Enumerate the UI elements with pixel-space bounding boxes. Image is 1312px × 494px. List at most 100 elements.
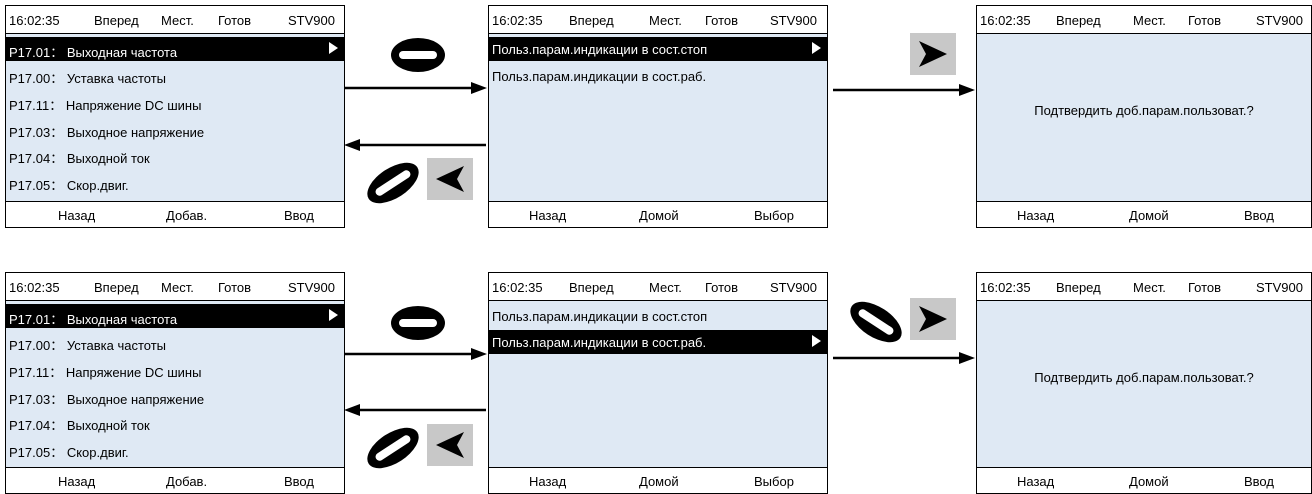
softkey-home[interactable]: Домой (1129, 474, 1169, 489)
status-direction: Вперед (94, 280, 139, 295)
status-state: Готов (1188, 13, 1222, 28)
softkey-enter[interactable]: Ввод (1244, 474, 1274, 489)
menu-item-p17-11[interactable]: P17.11： Напряжение DC шины (6, 90, 344, 114)
menu-item-p17-01[interactable]: P17.01： Выходная частота (6, 37, 344, 61)
softkey-back[interactable]: Назад (58, 208, 96, 223)
lcd-screen-params-2: 16:02:35 Вперед Мест. Готов STV900 P17.0… (5, 272, 345, 494)
left-key-icon[interactable] (427, 424, 473, 466)
softkey-home[interactable]: Домой (1129, 208, 1169, 223)
right-key-icon[interactable] (910, 298, 956, 340)
softkey-home[interactable]: Домой (639, 474, 679, 489)
softkey-bar: Назад Домой Выбор (489, 467, 827, 493)
knob-press-icon (391, 306, 445, 340)
status-state: Готов (1188, 280, 1222, 295)
submenu-arrow-icon (812, 335, 821, 347)
confirm-message: Подтвердить доб.парам.пользоват.? (1034, 103, 1254, 118)
lcd-screen-params-1: 16:02:35 Вперед Мест. Готов STV900 P17.0… (5, 5, 345, 228)
softkey-back[interactable]: Назад (1017, 474, 1055, 489)
menu-item-p17-00[interactable]: P17.00： Уставка частоты (6, 63, 344, 87)
status-mode: Мест. (1133, 13, 1166, 28)
menu-item-label: P17.11： Напряжение DC шины (9, 98, 202, 113)
status-state: Готов (705, 13, 739, 28)
lcd-screen-confirm-1: 16:02:35 Вперед Мест. Готов STV900 Подтв… (976, 5, 1312, 228)
softkey-select[interactable]: Выбор (754, 208, 794, 223)
softkey-bar: Назад Добав. Ввод (6, 201, 344, 227)
menu-item-label: P17.00： Уставка частоты (9, 338, 167, 353)
softkey-enter[interactable]: Ввод (1244, 208, 1274, 223)
lcd-screen-confirm-2: 16:02:35 Вперед Мест. Готов STV900 Подтв… (976, 272, 1312, 494)
menu-item-label: Польз.парам.индикации в сост.раб. (492, 69, 707, 84)
softkey-enter[interactable]: Ввод (284, 474, 314, 489)
menu-item-display-run[interactable]: Польз.парам.индикации в сост.раб. (489, 330, 827, 354)
menu-item-p17-04[interactable]: P17.04： Выходной ток (6, 410, 344, 434)
menu-item-label: P17.01： Выходная частота (9, 45, 178, 60)
lcd-screen-display-1: 16:02:35 Вперед Мест. Готов STV900 Польз… (488, 5, 828, 228)
status-mode: Мест. (649, 13, 682, 28)
softkey-back[interactable]: Назад (58, 474, 96, 489)
status-time: 16:02:35 (980, 280, 1031, 295)
status-direction: Вперед (1056, 280, 1101, 295)
status-model: STV900 (1256, 13, 1303, 28)
softkey-enter[interactable]: Ввод (284, 208, 314, 223)
status-model: STV900 (770, 13, 817, 28)
softkey-add[interactable]: Добав. (166, 208, 208, 223)
menu-item-label: P17.00： Уставка частоты (9, 71, 167, 86)
status-bar: 16:02:35 Вперед Мест. Готов STV900 (489, 6, 827, 34)
menu-item-label: P17.03： Выходное напряжение (9, 392, 205, 407)
menu-item-p17-01[interactable]: P17.01： Выходная частота (6, 304, 344, 328)
lcd-screen-display-2: 16:02:35 Вперед Мест. Готов STV900 Польз… (488, 272, 828, 494)
menu-item-display-stop[interactable]: Польз.парам.индикации в сост.стоп (489, 37, 827, 61)
softkey-back[interactable]: Назад (1017, 208, 1055, 223)
status-time: 16:02:35 (492, 13, 543, 28)
knob-rotate-icon (367, 427, 419, 469)
arrow-left-icon (344, 404, 486, 416)
softkey-bar: Назад Домой Ввод (977, 467, 1311, 493)
menu-item-display-stop[interactable]: Польз.парам.индикации в сост.стоп (489, 304, 827, 328)
menu-item-p17-05[interactable]: P17.05： Скор.двиг. (6, 170, 344, 194)
menu-item-p17-03[interactable]: P17.03： Выходное напряжение (6, 384, 344, 408)
menu-item-label: P17.05： Скор.двиг. (9, 445, 129, 460)
menu-item-p17-04[interactable]: P17.04： Выходной ток (6, 143, 344, 167)
knob-rotate-icon (850, 301, 902, 343)
right-key-icon[interactable] (910, 33, 956, 75)
menu-item-display-run[interactable]: Польз.парам.индикации в сост.раб. (489, 64, 827, 88)
softkey-back[interactable]: Назад (529, 208, 567, 223)
softkey-back[interactable]: Назад (529, 474, 567, 489)
menu-item-p17-00[interactable]: P17.00： Уставка частоты (6, 330, 344, 354)
left-key-icon[interactable] (427, 158, 473, 200)
menu-item-label: P17.03： Выходное напряжение (9, 125, 205, 140)
confirm-message: Подтвердить доб.парам.пользоват.? (1034, 370, 1254, 385)
status-mode: Мест. (161, 280, 194, 295)
status-model: STV900 (288, 13, 335, 28)
softkey-home[interactable]: Домой (639, 208, 679, 223)
menu-item-label: P17.01： Выходная частота (9, 312, 178, 327)
status-direction: Вперед (1056, 13, 1101, 28)
softkey-select[interactable]: Выбор (754, 474, 794, 489)
softkey-add[interactable]: Добав. (166, 474, 208, 489)
knob-press-icon (391, 38, 445, 72)
softkey-bar: Назад Домой Выбор (489, 201, 827, 227)
status-mode: Мест. (649, 280, 682, 295)
status-time: 16:02:35 (9, 280, 60, 295)
status-bar: 16:02:35 Вперед Мест. Готов STV900 (977, 6, 1311, 34)
status-model: STV900 (770, 280, 817, 295)
arrow-right-icon (833, 84, 975, 96)
status-time: 16:02:35 (492, 280, 543, 295)
arrow-right-icon (345, 82, 487, 94)
menu-item-p17-11[interactable]: P17.11： Напряжение DC шины (6, 357, 344, 381)
status-mode: Мест. (161, 13, 194, 28)
status-direction: Вперед (94, 13, 139, 28)
status-bar: 16:02:35 Вперед Мест. Готов STV900 (489, 273, 827, 301)
knob-rotate-icon (367, 162, 419, 204)
menu-item-p17-05[interactable]: P17.05： Скор.двиг. (6, 437, 344, 461)
status-state: Готов (218, 13, 252, 28)
status-model: STV900 (288, 280, 335, 295)
status-mode: Мест. (1133, 280, 1166, 295)
menu-item-label: P17.05： Скор.двиг. (9, 178, 129, 193)
menu-item-p17-03[interactable]: P17.03： Выходное напряжение (6, 117, 344, 141)
menu-item-label: Польз.парам.индикации в сост.раб. (492, 335, 707, 350)
status-direction: Вперед (569, 280, 614, 295)
submenu-arrow-icon (812, 42, 821, 54)
menu-item-label: Польз.парам.индикации в сост.стоп (492, 42, 708, 57)
status-bar: 16:02:35 Вперед Мест. Готов STV900 (6, 273, 344, 301)
